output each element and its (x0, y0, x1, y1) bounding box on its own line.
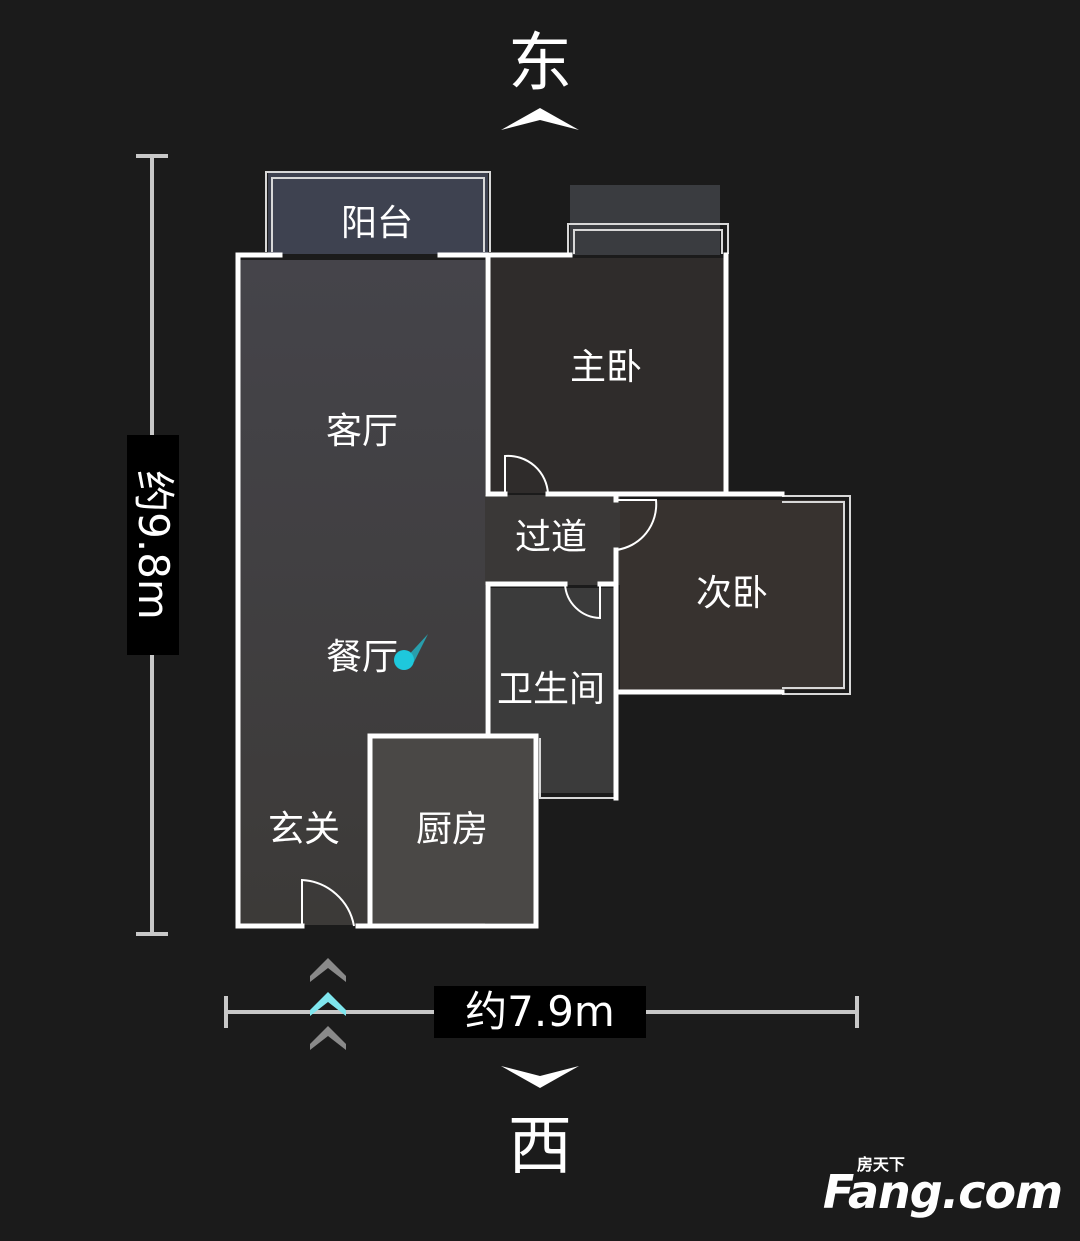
room-label-kitchen: 厨房 (415, 809, 489, 850)
kitchen-walls (355, 733, 539, 929)
master-bedroom-floor (490, 258, 725, 493)
compass-up-arrow-icon (501, 108, 579, 130)
width-dimension-label: 约7.9m (434, 986, 646, 1038)
room-label-dining-room: 餐厅 (325, 637, 399, 678)
compass-south-label: 西 (508, 1110, 572, 1184)
compass-north-label: 东 (508, 27, 572, 101)
balcony-floor (268, 172, 488, 254)
room-label-living-room: 客厅 (325, 411, 399, 452)
second-bedroom-floor (620, 500, 845, 690)
window-outlines (265, 171, 851, 799)
master-window-inner (573, 229, 723, 254)
wall (235, 252, 305, 929)
entry-arrow-icon[interactable] (304, 948, 352, 1058)
room-label-hallway: 过道 (514, 517, 588, 558)
master-balcony-floor (570, 185, 720, 255)
height-dimension-label: 约9.8m (127, 435, 179, 655)
floor-fills (240, 172, 845, 925)
door-swing-icon (301, 454, 658, 927)
balcony-railing (265, 171, 491, 252)
room-label-master-bedroom: 主卧 (569, 347, 643, 388)
room-label-second-bedroom: 次卧 (695, 573, 769, 614)
walls (235, 252, 785, 929)
hallway-floor (485, 495, 620, 585)
entrance-door-swing-icon (301, 878, 355, 927)
fang-com-logo: 房天下 Fang.com (822, 1155, 1063, 1219)
master-door-swing-icon (504, 454, 549, 495)
bathroom-door-swing-icon (564, 583, 601, 620)
second-bedroom-window (782, 495, 851, 695)
wall (485, 252, 508, 497)
room-label-bathroom: 卫生间 (496, 669, 606, 710)
kitchen-floor (372, 738, 534, 923)
second-bedroom-door-swing-icon (615, 499, 658, 551)
bathroom-inner-wall (539, 738, 615, 799)
second-bedroom-window-inner (782, 501, 845, 689)
balcony-railing-inner (271, 177, 485, 252)
position-marker-icon (394, 634, 428, 670)
room-label-balcony: 阳台 (340, 203, 414, 244)
master-window (567, 223, 729, 254)
room-label-entrance: 玄关 (267, 809, 341, 850)
compass-down-arrow-icon (501, 1066, 579, 1088)
